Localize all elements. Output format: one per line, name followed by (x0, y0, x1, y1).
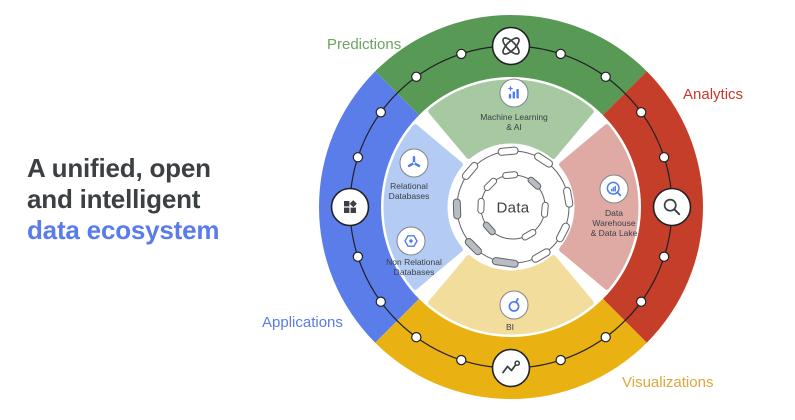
medallion-analytics (652, 187, 692, 227)
label-visualizations: Visualizations (622, 374, 714, 391)
label-line: & AI (506, 122, 522, 132)
label-line: & Data Lake (590, 228, 638, 238)
badge-ml-ai (499, 78, 529, 108)
label-line: Non Relational (386, 257, 442, 267)
label-analytics: Analytics (683, 86, 744, 103)
badge-non-relational (396, 226, 426, 256)
label-data-warehouse-lake: Data Warehouse & Data Lake (591, 208, 638, 238)
label-line: Relational (390, 181, 428, 191)
orbit-dots (352, 48, 670, 366)
medallion-predictions (491, 26, 531, 66)
badge-relational (399, 148, 429, 178)
label-machine-learning-ai: Machine Learning & AI (480, 112, 548, 132)
label-applications: Applications (262, 314, 343, 331)
label-line: Data (605, 208, 623, 218)
headline-line-1: A unified, open (27, 153, 211, 183)
badge-warehouse-lake (599, 174, 629, 204)
label-line: BI (505, 322, 515, 332)
hexagon-database-icon (404, 235, 418, 247)
medallion-applications (330, 187, 370, 227)
label-relational-databases: Relational Databases (389, 181, 430, 201)
label-predictions: Predictions (327, 36, 402, 53)
ml-sparkle-icon (507, 85, 519, 99)
medallion-visualizations (491, 348, 531, 388)
data-ring-capsules-inner (477, 171, 549, 241)
label-non-relational-databases: Non Relational Databases (386, 257, 442, 277)
headline: A unified, open and intelligent data eco… (27, 153, 220, 246)
label-line: Machine Learning (480, 112, 548, 122)
label-bi: BI (506, 322, 514, 332)
label-line: Databases (393, 267, 435, 277)
label-line: Warehouse (592, 218, 636, 228)
trend-line-icon (502, 360, 521, 374)
looker-icon (508, 298, 520, 312)
inner-ring-segment-ml-ai (428, 79, 594, 159)
center-data-label: Data (496, 199, 530, 217)
data-ring-capsules-outer (452, 146, 574, 268)
magnifier-icon (663, 198, 681, 216)
branch-node-icon (407, 155, 421, 168)
headline-line-2: and intelligent (27, 184, 201, 214)
data-ring (452, 146, 574, 268)
inner-ring-segment-warehouse-lake (559, 124, 639, 290)
badge-bi (499, 290, 529, 320)
app-tiles-icon (344, 200, 357, 213)
atom-knot-icon (502, 37, 520, 55)
search-insights-icon (606, 181, 622, 197)
headline-line-3: data ecosystem (27, 215, 220, 245)
label-line: Databases (388, 191, 430, 201)
